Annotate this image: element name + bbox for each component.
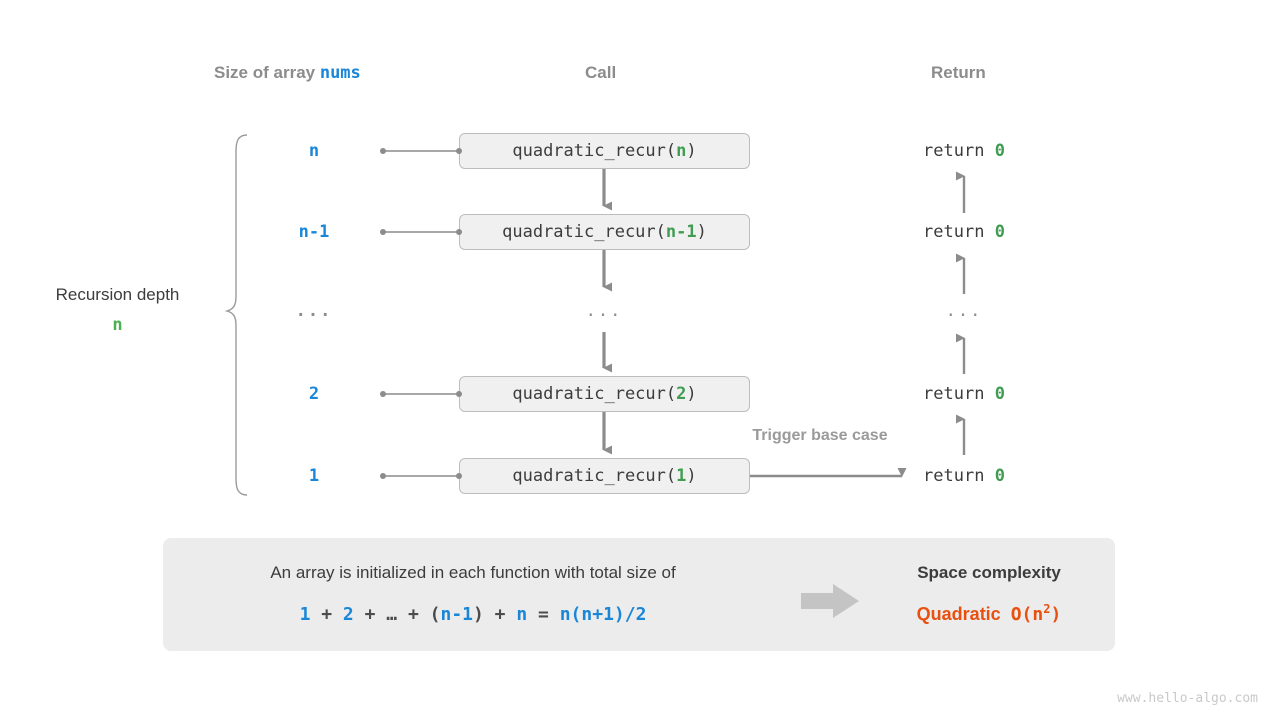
recursion-depth-brace: [224, 134, 248, 496]
return-row-1: return 0: [923, 141, 1005, 161]
summary-description: An array is initialized in each function…: [270, 563, 676, 582]
size-label-row-4: 2: [308, 384, 320, 404]
return-ellipsis: ...: [945, 301, 983, 321]
recursion-depth-value: n: [112, 315, 123, 335]
call-box-row-5-arg: 1: [676, 466, 687, 486]
return-row-1-value: 0: [994, 141, 1005, 161]
formula-op-1: +: [310, 604, 343, 625]
call-box-row-4-name: quadratic_recur(: [512, 384, 677, 404]
call-box-row-4-close: ): [686, 384, 697, 404]
summary-right: Space complexity Quadratic O(n2): [863, 538, 1115, 651]
call-ellipsis: ...: [585, 301, 623, 321]
size-label-row-5: 1: [308, 466, 320, 486]
right-arrow-icon: [801, 584, 859, 618]
formula-paren-close: ): [473, 604, 484, 625]
recursion-depth-title: Recursion depth: [55, 285, 180, 304]
call-box-row-1-close: ): [686, 141, 697, 161]
summary-left: An array is initialized in each function…: [163, 538, 783, 651]
return-row-1-keyword: return: [923, 141, 995, 161]
call-box-row-2-name: quadratic_recur(: [502, 222, 666, 242]
watermark: www.hello-algo.com: [1117, 691, 1258, 706]
call-box-row-5-name: quadratic_recur(: [512, 466, 677, 486]
size-label-row-ellipsis: ...: [295, 301, 333, 321]
call-box-row-2-close: ): [696, 222, 707, 242]
formula-ellipsis: …: [386, 604, 398, 625]
formula-term-1: 1: [299, 604, 311, 625]
size-label-row-2: n-1: [298, 222, 330, 242]
formula-term-3: n-1: [440, 604, 473, 625]
formula-paren-open: (: [429, 604, 441, 625]
formula-equals: =: [527, 604, 560, 625]
return-row-4: return 0: [923, 384, 1005, 404]
call-box-row-5-close: ): [686, 466, 697, 486]
summary-formula: 1 + 2 + … + (n-1) + n = n(n+1)/2: [163, 604, 783, 625]
size-label-row-1: n: [308, 141, 320, 161]
formula-result: n(n+1)/2: [559, 604, 647, 625]
call-box-row-5[interactable]: quadratic_recur(1): [459, 458, 750, 494]
summary-panel: An array is initialized in each function…: [163, 538, 1115, 651]
column-header-call: Call: [585, 63, 617, 82]
trigger-base-case-annotation: Trigger base case: [752, 427, 888, 444]
column-header-size-prefix: Size of array: [214, 63, 320, 82]
return-row-5-value: 0: [994, 466, 1005, 486]
return-row-2: return 0: [923, 222, 1005, 242]
column-header-size: Size of array nums: [214, 63, 361, 83]
space-complexity-value: Quadratic O(n2): [863, 602, 1115, 625]
call-box-row-4[interactable]: quadratic_recur(2): [459, 376, 750, 412]
return-row-2-value: 0: [994, 222, 1005, 242]
return-row-5: return 0: [923, 466, 1005, 486]
complexity-notation: O(n: [1010, 604, 1044, 625]
return-row-4-keyword: return: [923, 384, 995, 404]
size-leader-lines: [380, 148, 462, 479]
call-box-row-4-arg: 2: [676, 384, 687, 404]
call-box-row-1-name: quadratic_recur(: [512, 141, 677, 161]
complexity-notation-close: ): [1050, 604, 1062, 625]
call-box-row-2-arg: n-1: [665, 222, 697, 242]
formula-op-3: +: [397, 604, 430, 625]
call-box-row-2[interactable]: quadratic_recur(n-1): [459, 214, 750, 250]
call-box-row-1-arg: n: [676, 141, 687, 161]
formula-op-4: +: [483, 604, 517, 625]
return-row-4-value: 0: [994, 384, 1005, 404]
formula-term-2: 2: [342, 604, 354, 625]
recursion-depth-label: Recursion depth n: [30, 285, 205, 335]
formula-term-4: n: [516, 604, 528, 625]
complexity-exponent: 2: [1043, 602, 1051, 616]
complexity-word: Quadratic: [916, 604, 1001, 624]
call-box-row-1[interactable]: quadratic_recur(n): [459, 133, 750, 169]
formula-op-2: +: [353, 604, 387, 625]
space-complexity-title: Space complexity: [917, 563, 1061, 582]
column-header-return: Return: [931, 63, 986, 82]
column-header-size-mono: nums: [319, 63, 361, 83]
return-row-2-keyword: return: [923, 222, 995, 242]
return-row-5-keyword: return: [923, 466, 995, 486]
